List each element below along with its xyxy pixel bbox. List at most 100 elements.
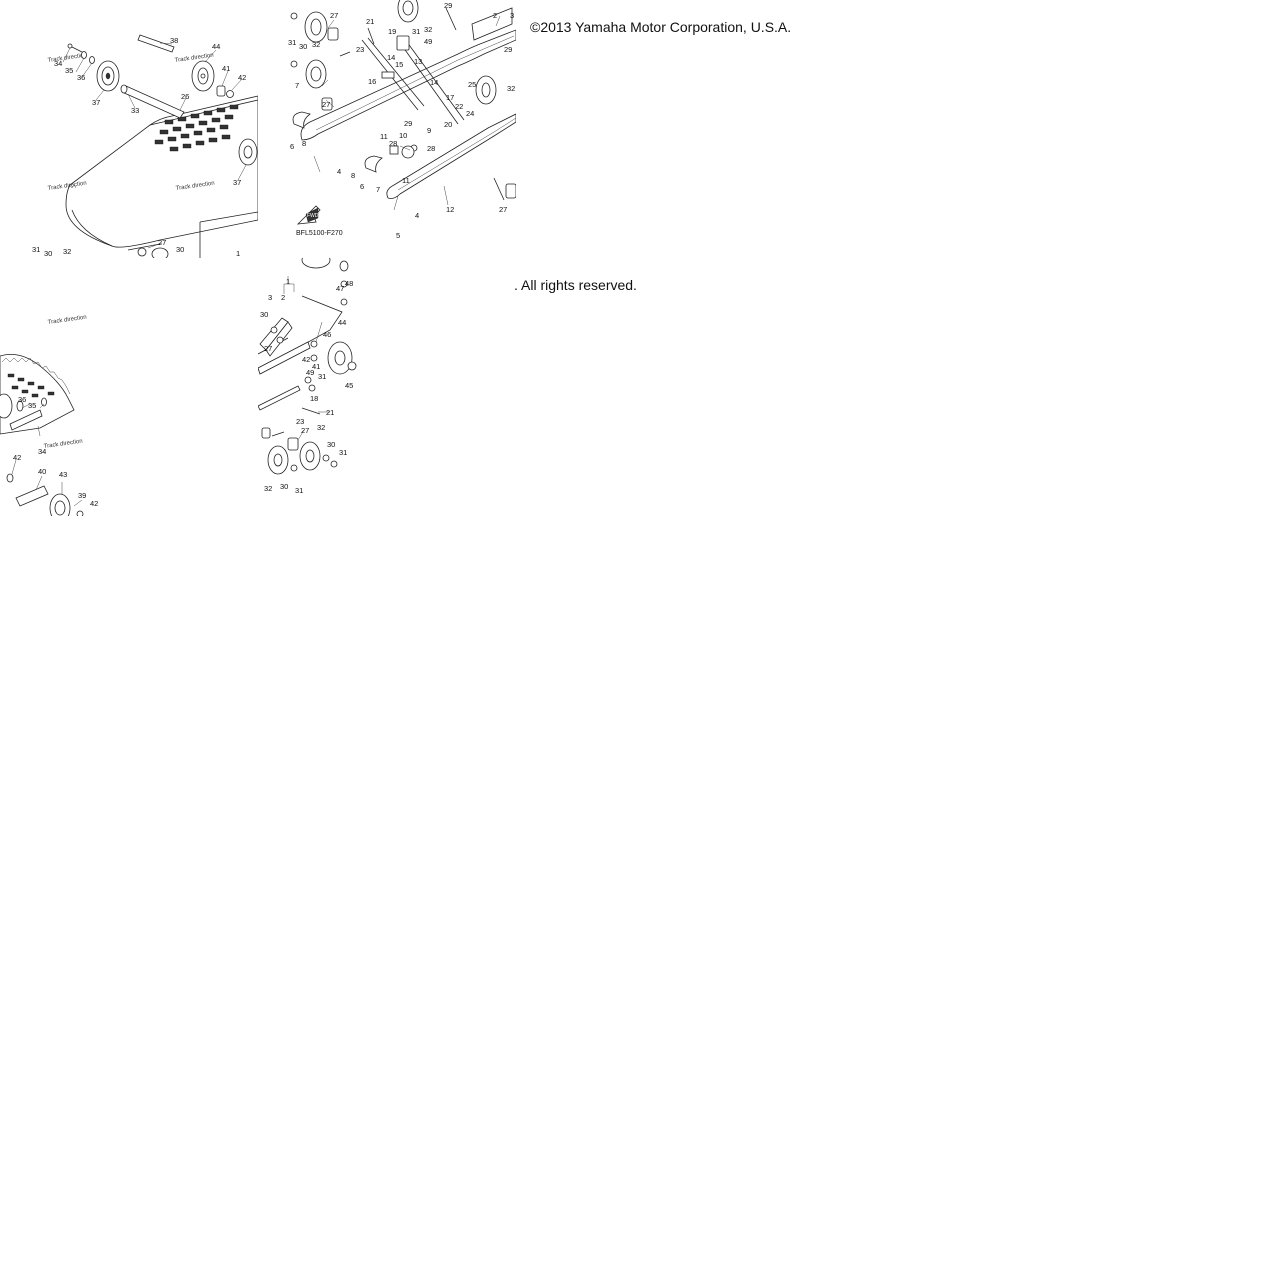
callout: 27 xyxy=(330,11,338,20)
callout: 30 xyxy=(327,440,335,449)
callout: 16 xyxy=(368,77,376,86)
svg-text:Track direction: Track direction xyxy=(174,53,214,64)
callout: 48 xyxy=(345,279,353,288)
callout: 2 xyxy=(281,293,285,302)
callout: 29 xyxy=(404,119,412,128)
svg-text:Track direction: Track direction xyxy=(43,439,83,450)
callout: 42 xyxy=(90,499,98,508)
callout: 42 xyxy=(302,355,310,364)
callout: 41 xyxy=(222,64,230,73)
callout: 26 xyxy=(181,92,189,101)
svg-text:Track direction: Track direction xyxy=(47,53,87,64)
callout: 44 xyxy=(212,42,220,51)
callout: 36 xyxy=(18,395,26,404)
callout: 49 xyxy=(424,37,432,46)
callout: 20 xyxy=(444,120,452,129)
callout: 10 xyxy=(399,131,407,140)
callout: 29 xyxy=(504,45,512,54)
callout: 27 xyxy=(158,238,166,247)
callout: 25 xyxy=(468,80,476,89)
callout: 35 xyxy=(28,401,36,410)
callout: 40 xyxy=(38,467,46,476)
callout: 13 xyxy=(414,57,422,66)
diagram-tile-front-axle: Track direction Track direction 36 35 34… xyxy=(0,258,258,516)
rights-reserved-text: . All rights reserved. xyxy=(514,277,637,293)
callout: 2 xyxy=(493,11,497,20)
callout: 30 xyxy=(299,42,307,51)
callout: 17 xyxy=(446,93,454,102)
callout: 47 xyxy=(336,284,344,293)
callout: 12 xyxy=(446,205,454,214)
callout: 29 xyxy=(444,1,452,10)
callout: 23 xyxy=(296,417,304,426)
fwd-label: FWD xyxy=(307,213,319,219)
callout: 28 xyxy=(427,144,435,153)
callout: 27 xyxy=(499,205,507,214)
callout: 14 xyxy=(430,78,438,87)
callout: 9 xyxy=(427,126,431,135)
callout: 32 xyxy=(63,247,71,256)
callout: 23 xyxy=(356,45,364,54)
copyright-text: ©2013 Yamaha Motor Corporation, U.S.A. xyxy=(530,19,792,35)
callout: 32 xyxy=(424,25,432,34)
callout: 6 xyxy=(360,182,364,191)
callout: 34 xyxy=(54,59,62,68)
callout: 21 xyxy=(326,408,334,417)
callout: 11 xyxy=(380,132,388,141)
callout: 8 xyxy=(351,171,355,180)
callout: 42 xyxy=(13,453,21,462)
diagram-tile-track: Track direction Track direction Track di… xyxy=(0,0,258,258)
callout: 15 xyxy=(395,60,403,69)
callout: 3 xyxy=(268,293,272,302)
callout: 7 xyxy=(376,185,380,194)
callout: 1 xyxy=(286,277,290,286)
callout: 4 xyxy=(337,167,341,176)
callout: 30 xyxy=(44,249,52,258)
callout: 1 xyxy=(236,249,240,258)
callout: 27 xyxy=(264,344,272,353)
callout: 32 xyxy=(312,40,320,49)
callout: 21 xyxy=(366,17,374,26)
callout: 36 xyxy=(77,73,85,82)
callout: 31 xyxy=(318,372,326,381)
callout: 38 xyxy=(170,36,178,45)
diagram-code: BFL5100-F270 xyxy=(296,230,343,237)
callout: 28 xyxy=(389,139,397,148)
callout: 32 xyxy=(507,84,515,93)
svg-text:Track direction: Track direction xyxy=(175,181,215,192)
callout: 41 xyxy=(312,362,320,371)
callout: 32 xyxy=(264,484,272,493)
callout: 44 xyxy=(338,318,346,327)
fwd-arrow-icon: FWD xyxy=(296,205,321,225)
callout: 30 xyxy=(176,245,184,254)
svg-text:Track direction: Track direction xyxy=(47,181,87,192)
callout: 7 xyxy=(295,81,299,90)
callout: 39 xyxy=(78,491,86,500)
callout: 31 xyxy=(295,486,303,495)
callout: 37 xyxy=(233,178,241,187)
diagram-tile-slide-rails: FWD BFL5100-F270 27 21 29 3 19 31 32 2 3… xyxy=(258,0,516,258)
callout: 22 xyxy=(455,102,463,111)
callout: 30 xyxy=(280,482,288,491)
callout: 3 xyxy=(510,11,514,20)
callout: 31 xyxy=(288,38,296,47)
callout: 37 xyxy=(92,98,100,107)
callout: 42 xyxy=(238,73,246,82)
callout: 4 xyxy=(415,211,419,220)
callout: 49 xyxy=(306,368,314,377)
callout: 31 xyxy=(412,27,420,36)
svg-text:Track direction: Track direction xyxy=(47,315,87,326)
callout: 33 xyxy=(131,106,139,115)
callout: 31 xyxy=(339,448,347,457)
callout: 32 xyxy=(317,423,325,432)
callout: 14 xyxy=(387,53,395,62)
callout: 11 xyxy=(402,176,410,185)
diagram-tile-suspension-arm: 1 3 2 48 47 30 44 27 46 42 41 49 31 45 1… xyxy=(258,258,358,516)
callout: 34 xyxy=(38,447,46,456)
callout: 27 xyxy=(322,100,330,109)
callout: 31 xyxy=(32,245,40,254)
callout: 6 xyxy=(290,142,294,151)
callout: 24 xyxy=(466,109,474,118)
callout: 5 xyxy=(396,231,400,240)
callout: 35 xyxy=(65,66,73,75)
